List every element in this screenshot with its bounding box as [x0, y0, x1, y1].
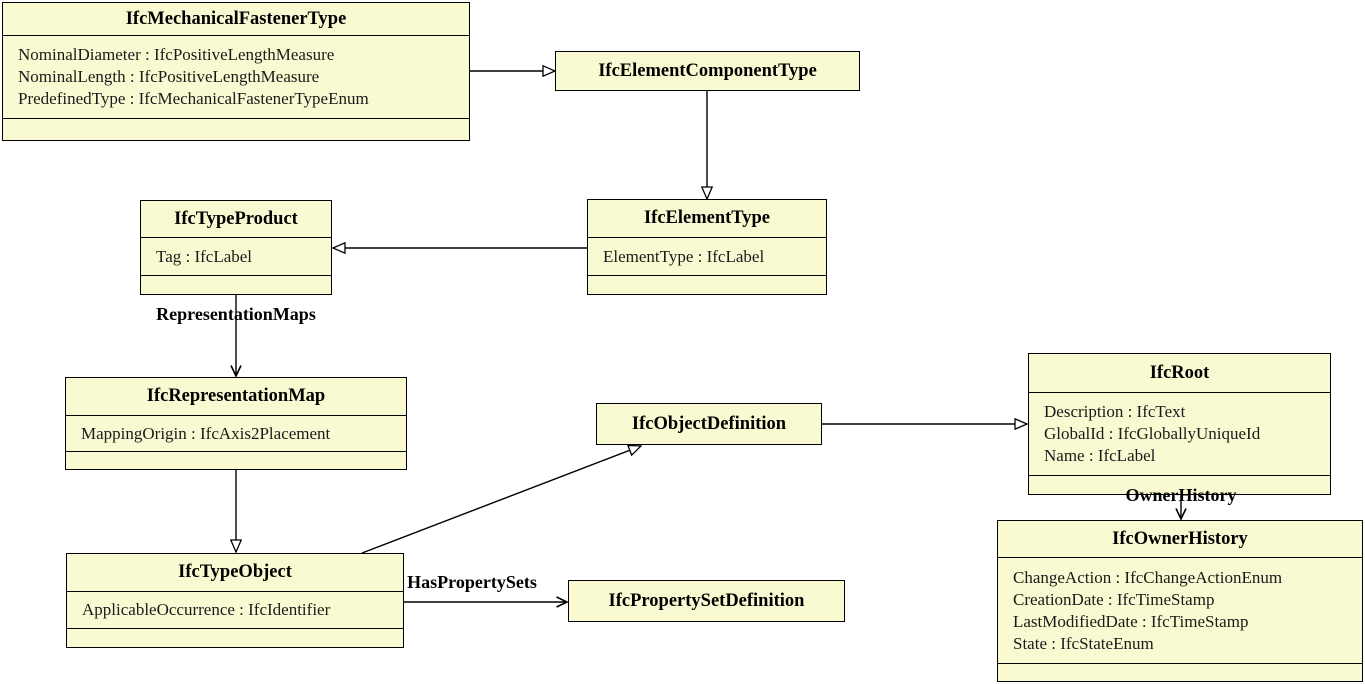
edge-label-has-property-sets: HasPropertySets	[407, 572, 537, 592]
attribute: ApplicableOccurrence : IfcIdentifier	[82, 600, 331, 619]
attributes-compartment: ElementType : IfcLabel	[588, 238, 826, 276]
class-title: IfcRepresentationMap	[66, 378, 406, 416]
class-ifcrepresentationmap: IfcRepresentationMap MappingOrigin : Ifc…	[65, 377, 407, 470]
attribute: Name : IfcLabel	[1044, 446, 1156, 465]
class-ifcmechanicalfastenertype: IfcMechanicalFastenerType NominalDiamete…	[2, 2, 470, 141]
attribute: PredefinedType : IfcMechanicalFastenerTy…	[18, 89, 369, 108]
operations-compartment	[67, 629, 403, 647]
operations-compartment	[66, 452, 406, 469]
attribute: GlobalId : IfcGloballyUniqueId	[1044, 424, 1261, 443]
operations-compartment	[998, 664, 1362, 681]
attributes-compartment: NominalDiameter : IfcPositiveLengthMeasu…	[3, 36, 469, 119]
class-title: IfcElementType	[588, 200, 826, 238]
class-title: IfcOwnerHistory	[998, 521, 1362, 558]
class-ifcownerhistory: IfcOwnerHistory ChangeAction : IfcChange…	[997, 520, 1363, 682]
operations-compartment	[588, 276, 826, 294]
class-ifcroot: IfcRoot Description : IfcText GlobalId :…	[1028, 353, 1331, 495]
attribute: MappingOrigin : IfcAxis2Placement	[81, 423, 331, 443]
class-ifctypeobject: IfcTypeObject ApplicableOccurrence : Ifc…	[66, 553, 404, 648]
class-title: IfcElementComponentType	[598, 60, 817, 81]
attributes-compartment: ApplicableOccurrence : IfcIdentifier	[67, 592, 403, 629]
class-ifcobjectdefinition: IfcObjectDefinition	[596, 403, 822, 445]
class-title: IfcRoot	[1029, 354, 1330, 393]
operations-compartment	[3, 119, 469, 140]
class-title: IfcTypeObject	[67, 554, 403, 592]
attribute: Tag : IfcLabel	[156, 246, 253, 266]
attributes-compartment: Description : IfcText GlobalId : IfcGlob…	[1029, 393, 1330, 476]
attribute: State : IfcStateEnum	[1013, 633, 1154, 653]
attribute: CreationDate : IfcTimeStamp	[1013, 589, 1215, 609]
operations-compartment	[141, 276, 331, 294]
attribute: LastModifiedDate : IfcTimeStamp	[1013, 611, 1249, 631]
attribute: ElementType : IfcLabel	[603, 246, 765, 266]
class-title: IfcPropertySetDefinition	[608, 590, 805, 611]
class-title: IfcMechanicalFastenerType	[3, 3, 469, 36]
class-ifcelementcomponenttype: IfcElementComponentType	[555, 51, 860, 91]
attribute: NominalLength : IfcPositiveLengthMeasure	[18, 67, 320, 86]
class-title: IfcObjectDefinition	[631, 413, 787, 434]
attribute: ChangeAction : IfcChangeActionEnum	[1013, 567, 1283, 587]
class-ifcelementtype: IfcElementType ElementType : IfcLabel	[587, 199, 827, 295]
attribute: NominalDiameter : IfcPositiveLengthMeasu…	[18, 45, 335, 64]
class-ifcpropertysetdefinition: IfcPropertySetDefinition	[568, 580, 845, 622]
edge-label-representation-maps: RepresentationMaps	[156, 304, 316, 324]
attribute: Description : IfcText	[1044, 402, 1186, 421]
edge-label-owner-history: OwnerHistory	[1125, 485, 1237, 505]
attributes-compartment: Tag : IfcLabel	[141, 238, 331, 276]
class-title: IfcTypeProduct	[141, 201, 331, 238]
attributes-compartment: MappingOrigin : IfcAxis2Placement	[66, 416, 406, 452]
class-ifctypeproduct: IfcTypeProduct Tag : IfcLabel	[140, 200, 332, 295]
attributes-compartment: ChangeAction : IfcChangeActionEnum Creat…	[998, 558, 1362, 664]
